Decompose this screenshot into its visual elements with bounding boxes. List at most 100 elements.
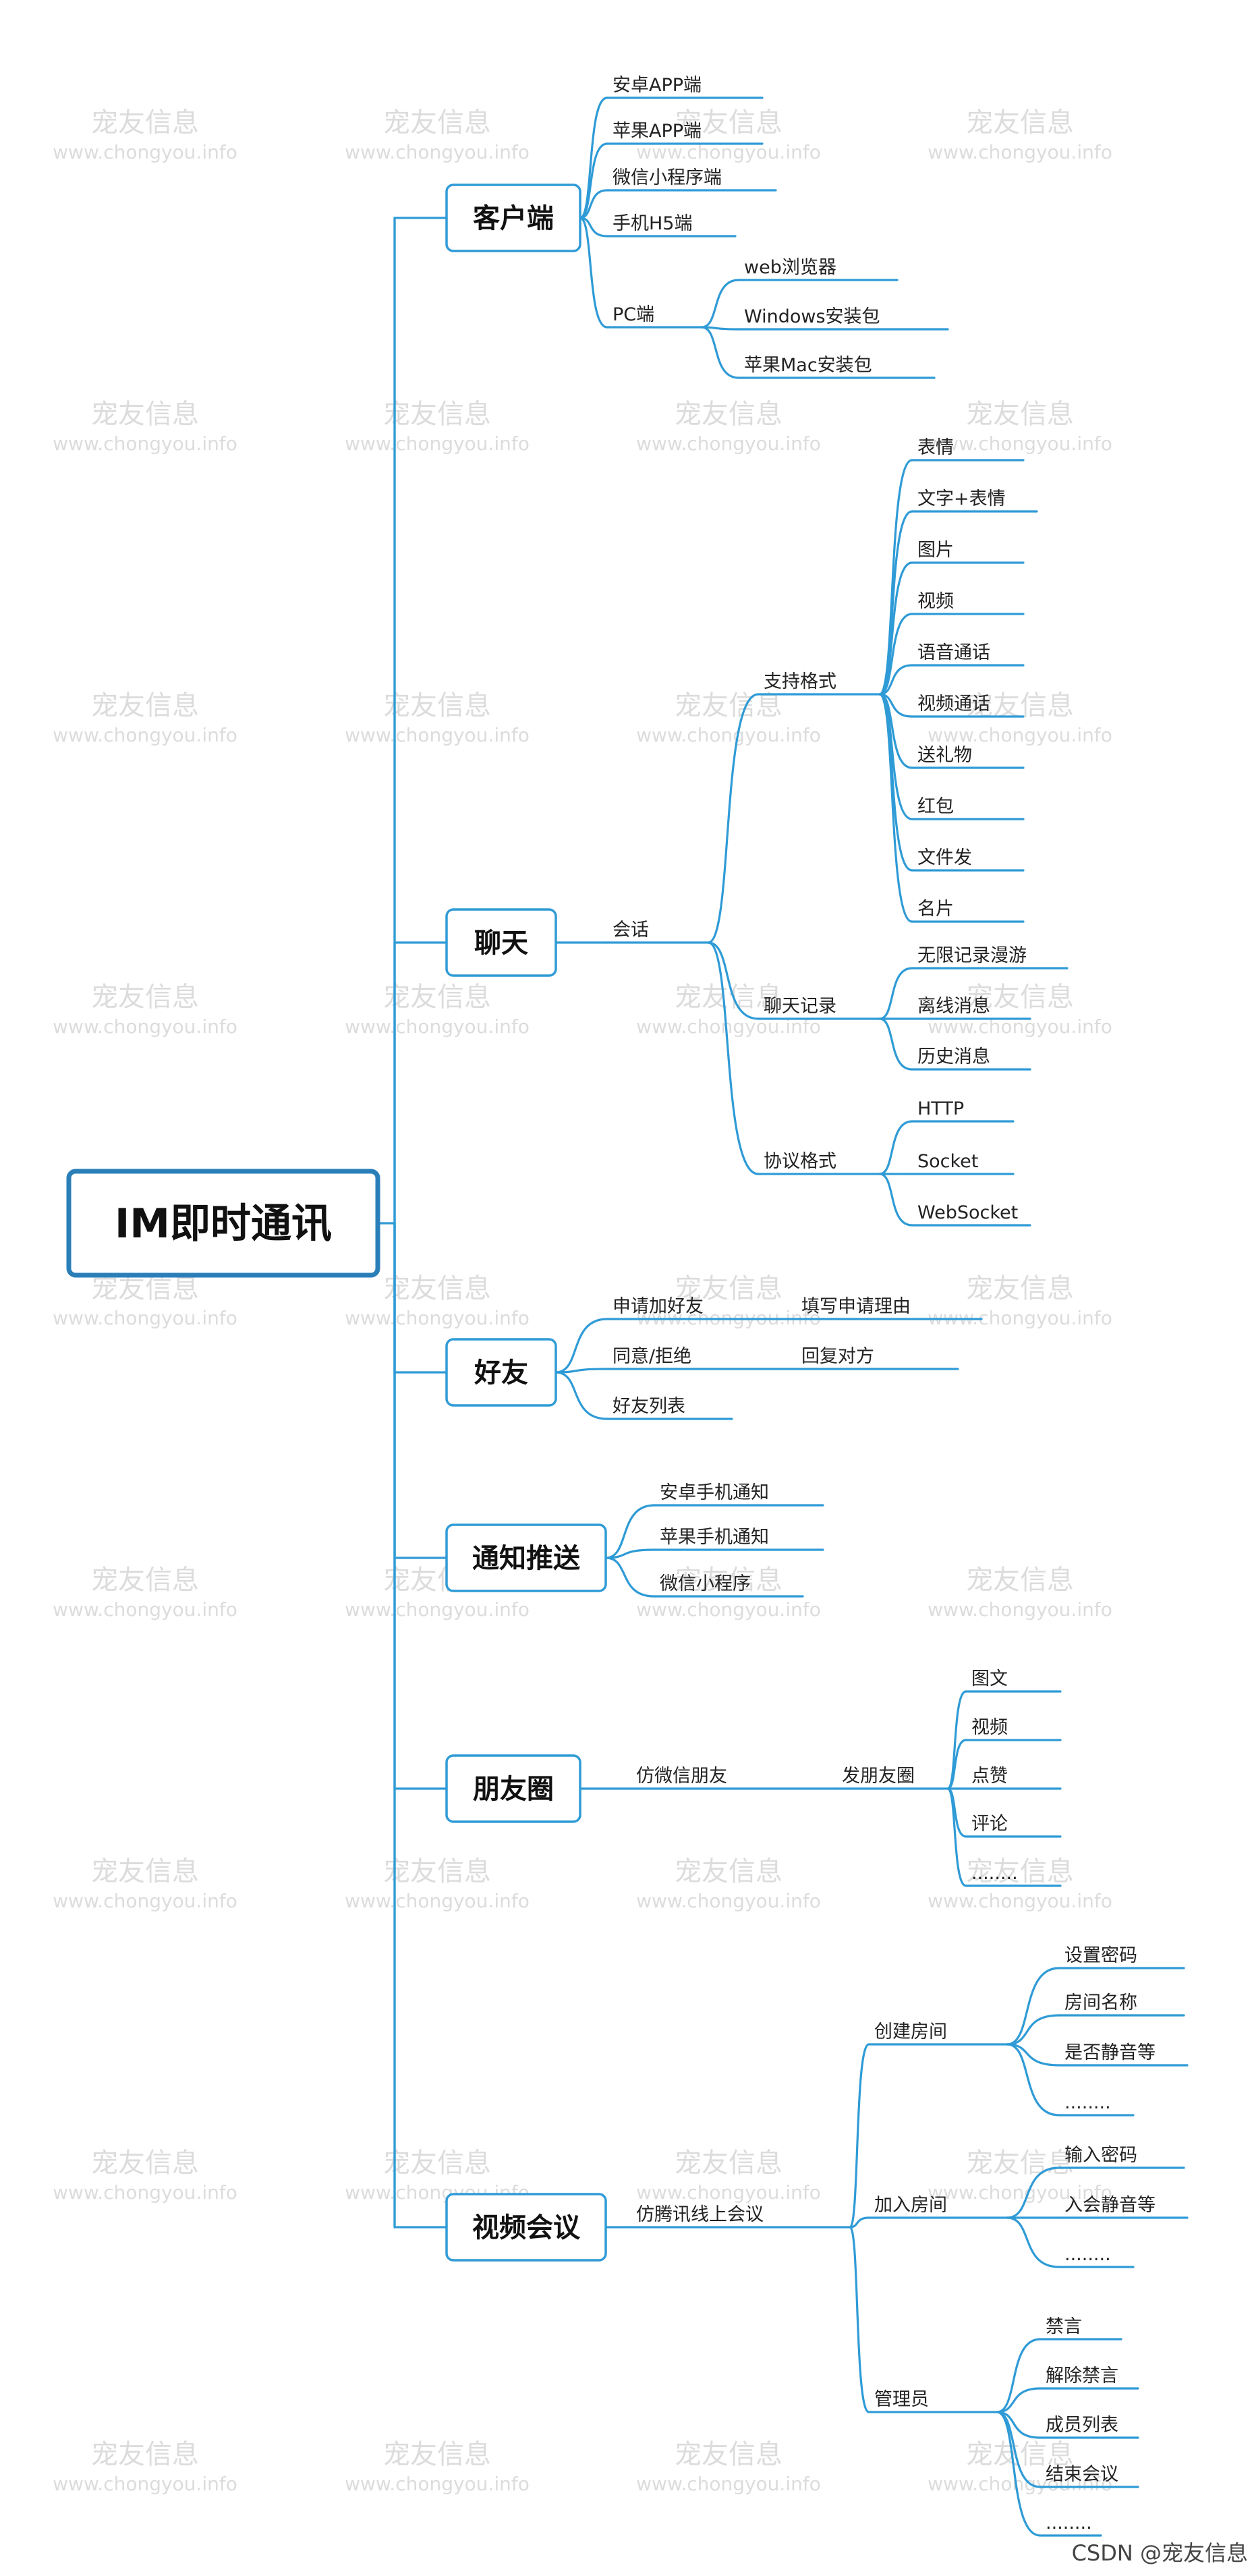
chat-group-node: 支持格式	[764, 671, 836, 692]
connector	[579, 217, 608, 237]
connector	[878, 693, 913, 820]
meeting-leaf-node: 房间名称	[1064, 1992, 1137, 2013]
connector	[849, 2043, 870, 2229]
meeting-leaf-node: 禁言	[1046, 2316, 1082, 2337]
category-friends-child-node: 好友列表	[613, 1396, 685, 1417]
connector	[554, 1371, 608, 1420]
connector	[604, 1557, 656, 1598]
connector	[604, 1504, 656, 1559]
chat-group-node: 协议格式	[764, 1151, 836, 1172]
chat-leaf-node: Socket	[917, 1151, 978, 1172]
connector	[707, 693, 760, 944]
category-push-label: 通知推送	[472, 1543, 580, 1574]
connector	[878, 1017, 913, 1071]
chat-leaf-node: 文件发	[917, 847, 972, 868]
category-moments-leaf-node: 视频	[971, 1717, 1008, 1738]
connector	[554, 1318, 608, 1374]
connector	[554, 1368, 608, 1374]
category-moments-leaf-node: 点赞	[971, 1766, 1008, 1787]
meeting-type-node: 仿腾讯线上会议	[636, 2204, 764, 2225]
category-friends-child-node: 申请加好友	[613, 1296, 704, 1317]
chat-leaf-node: WebSocket	[917, 1202, 1018, 1223]
connector	[700, 279, 740, 329]
category-meeting-label: 视频会议	[472, 2212, 581, 2243]
connector	[878, 1120, 913, 1175]
category-friends-grandchild-node: 回复对方	[801, 1346, 874, 1367]
chat-leaf-node: 离线消息	[917, 996, 990, 1017]
category-friends-box	[445, 1338, 557, 1407]
category-moments-label: 朋友圈	[473, 1774, 554, 1805]
meeting-leaf-node: 设置密码	[1064, 1945, 1137, 1966]
category-client-child-node: 微信小程序端	[613, 167, 722, 188]
category-client-grandchild-node: web浏览器	[744, 257, 836, 278]
connector	[700, 326, 740, 331]
connector	[579, 217, 608, 329]
connector	[878, 693, 913, 923]
category-moments-child-node: 仿微信朋友	[636, 1766, 727, 1787]
chat-leaf-node: HTTP	[917, 1098, 964, 1119]
category-meeting-box	[445, 2193, 607, 2262]
meeting-leaf-node: 解除禁言	[1046, 2365, 1118, 2386]
category-client-grandchild-node: Windows安装包	[744, 306, 880, 327]
meeting-leaf-node: ........	[1064, 2092, 1111, 2113]
category-chat-label: 聊天	[474, 928, 528, 959]
connector	[996, 2411, 1042, 2537]
category-client-child-node: 苹果APP端	[613, 121, 702, 142]
connector	[996, 2411, 1042, 2439]
category-client-child-node: 安卓APP端	[613, 75, 702, 96]
connector	[878, 1173, 913, 1227]
category-friends-label: 好友	[474, 1357, 528, 1389]
connector	[1006, 1967, 1060, 2046]
category-client-grandchild-node: 苹果Mac安装包	[744, 355, 872, 376]
category-friends-grandchild-node: 填写申请理由	[801, 1296, 911, 1317]
connector	[1006, 2043, 1060, 2067]
meeting-leaf-node: 输入密码	[1064, 2145, 1137, 2166]
connector	[996, 2387, 1042, 2413]
meeting-group-node: 创建房间	[874, 2021, 947, 2042]
chat-leaf-node: 送礼物	[917, 745, 972, 766]
connector	[604, 1548, 656, 1559]
connector	[707, 941, 760, 1175]
meeting-leaf-node: 入会静音等	[1064, 2195, 1156, 2216]
category-client-box	[445, 184, 581, 252]
connector	[878, 613, 913, 696]
category-chat-box	[445, 908, 557, 977]
category-client-child-node: 手机H5端	[613, 213, 692, 234]
connector	[946, 1739, 967, 1790]
chat-leaf-node: 表情	[917, 437, 954, 458]
chat-leaf-node: 语音通话	[917, 642, 990, 663]
category-push-box	[445, 1523, 607, 1592]
meeting-leaf-node: 是否静音等	[1064, 2042, 1156, 2063]
category-push-child-node: 苹果手机通知	[660, 1527, 769, 1548]
chat-leaf-node: 红包	[917, 796, 954, 817]
connector	[996, 2338, 1042, 2413]
chat-session-node: 会话	[613, 920, 649, 941]
meeting-leaf-node: 成员列表	[1046, 2415, 1118, 2436]
meeting-leaf-node: ........	[1064, 2244, 1111, 2265]
connector	[1006, 2166, 1060, 2219]
category-client-child-node: PC端	[613, 304, 654, 325]
connector	[946, 1787, 967, 1887]
chat-leaf-node: 文字+表情	[917, 488, 1006, 509]
category-moments-box	[445, 1754, 581, 1823]
category-moments-leaf-node: 图文	[971, 1669, 1008, 1689]
connector	[1006, 2014, 1060, 2046]
connector	[707, 941, 760, 1020]
meeting-group-node: 加入房间	[874, 2195, 947, 2216]
category-moments-leaf-node: ........	[971, 1863, 1018, 1884]
category-moments-grandchild-node: 发朋友圈	[842, 1766, 915, 1787]
category-push-child-node: 微信小程序	[660, 1573, 751, 1594]
meeting-group-node: 管理员	[874, 2389, 929, 2410]
connector	[1006, 2216, 1060, 2268]
chat-leaf-node: 图片	[917, 540, 954, 561]
csdn-credit: CSDN @宠友信息	[1072, 2540, 1248, 2566]
connector	[700, 326, 740, 379]
chat-leaf-node: 历史消息	[917, 1046, 990, 1067]
chat-leaf-node: 名片	[917, 899, 954, 920]
category-push-child-node: 安卓手机通知	[660, 1482, 769, 1503]
connector	[579, 189, 608, 219]
connector	[579, 142, 608, 219]
category-friends-child-node: 同意/拒绝	[613, 1346, 691, 1367]
connector	[849, 2216, 870, 2229]
